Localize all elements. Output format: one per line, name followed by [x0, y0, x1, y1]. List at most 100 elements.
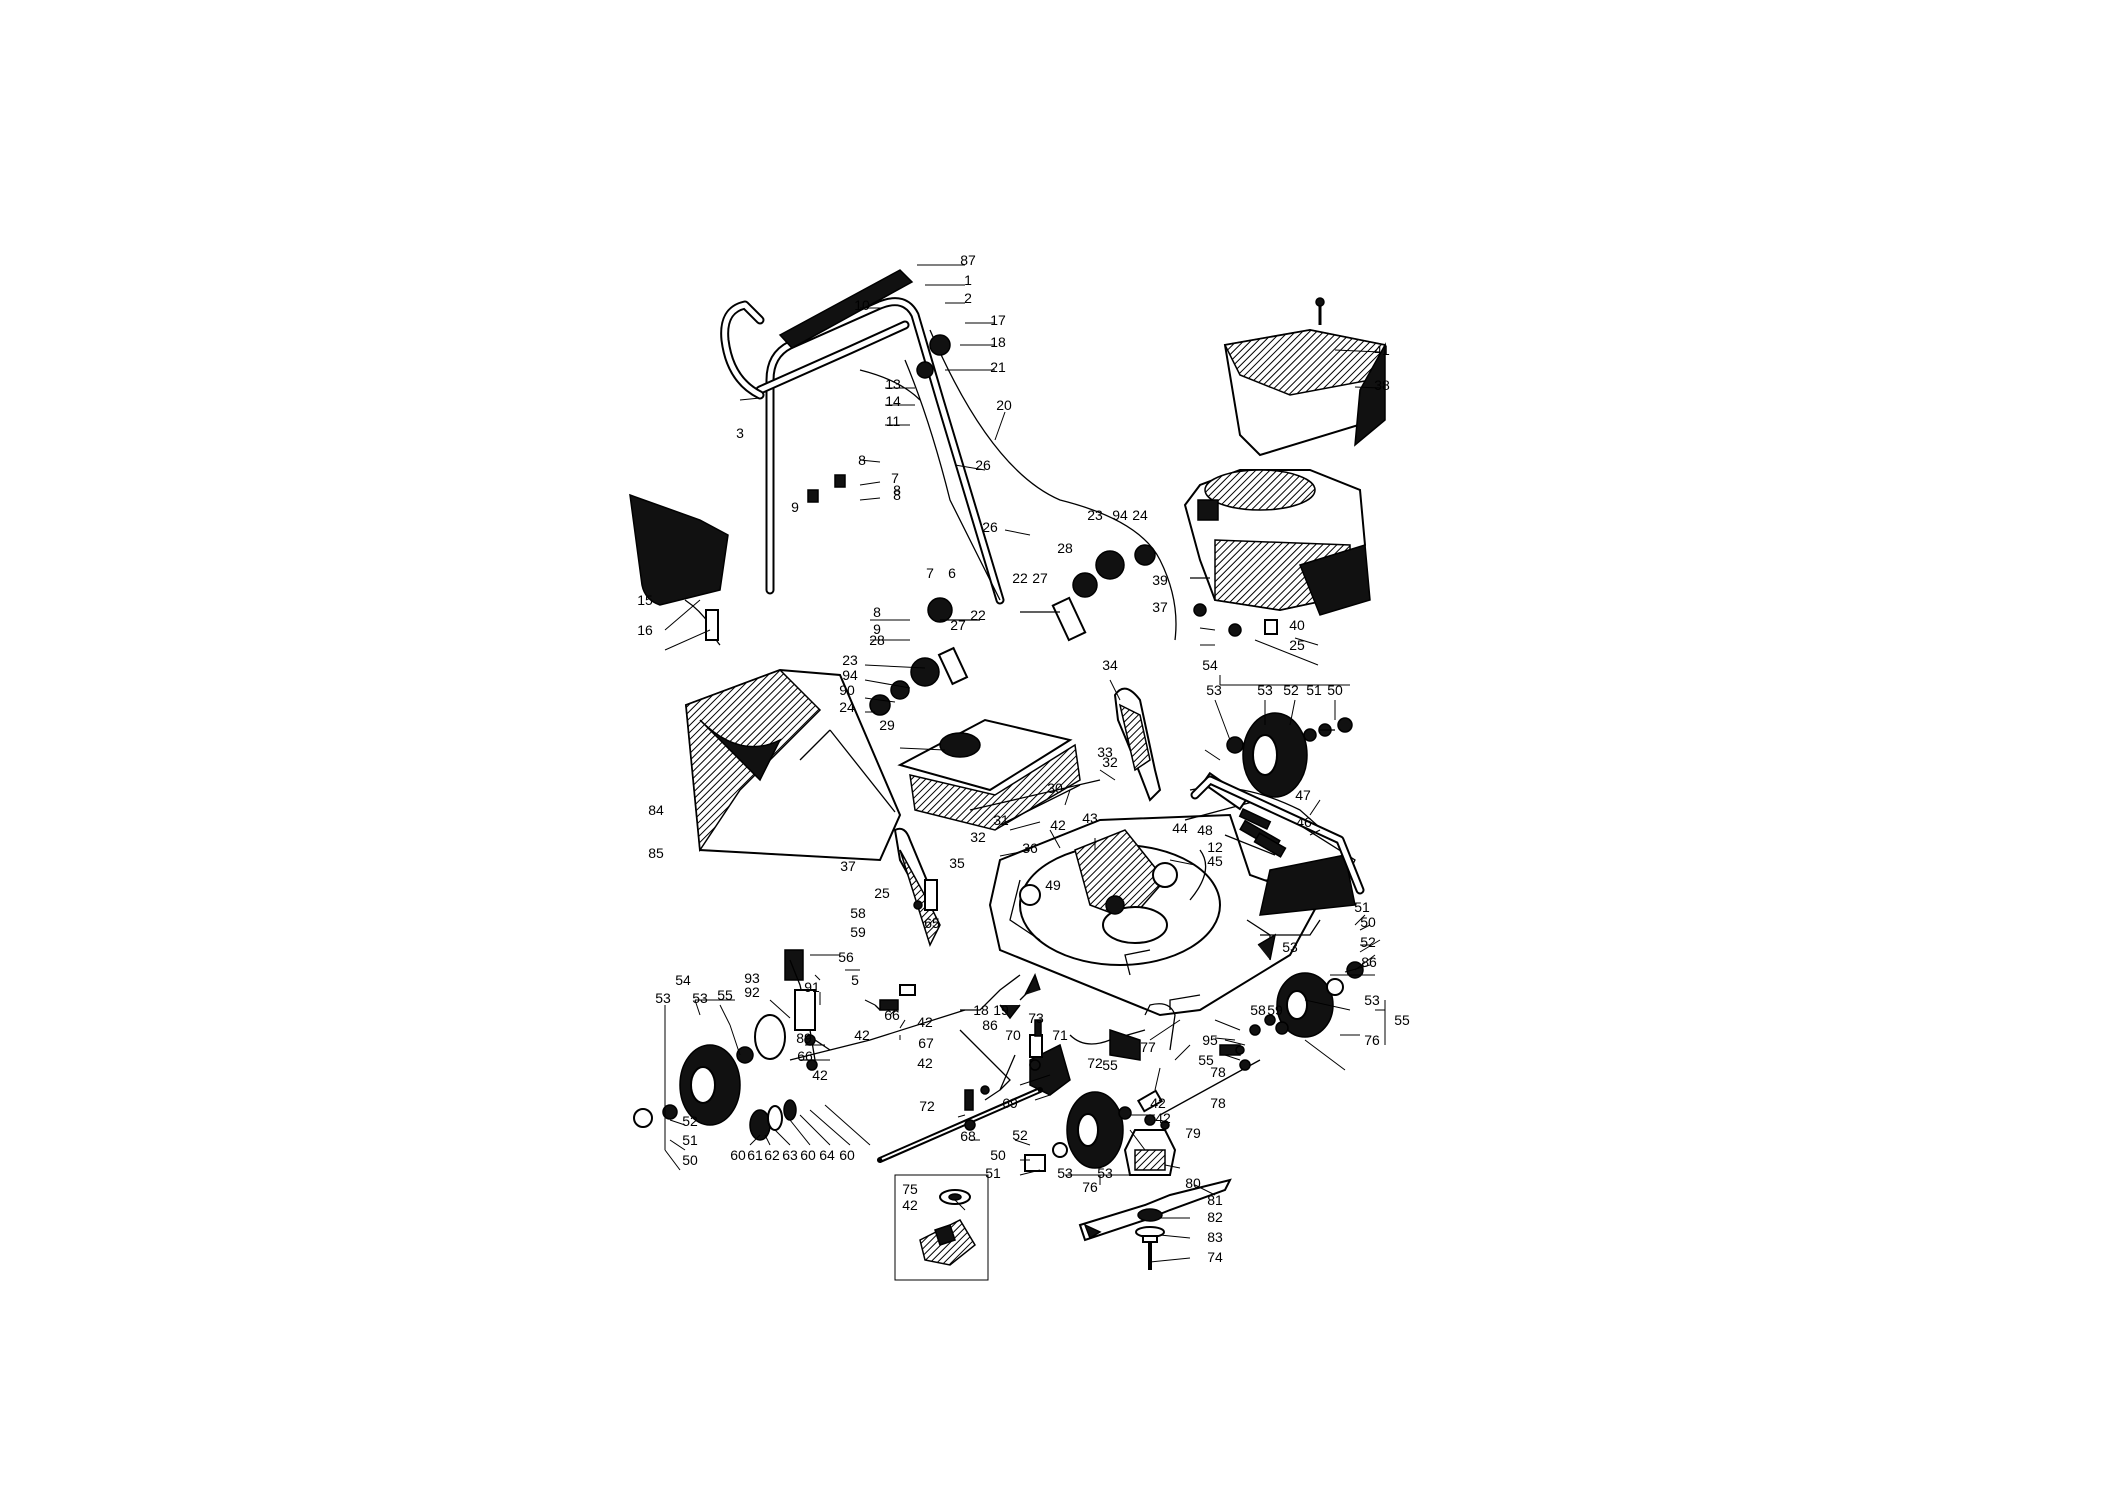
part-callout-60: 60 — [800, 1147, 816, 1163]
part-callout-69: 69 — [1002, 1095, 1018, 1111]
part-callout-23: 23 — [842, 652, 858, 668]
part-callout-50: 50 — [1360, 914, 1376, 930]
part-callout-37: 37 — [840, 858, 856, 874]
part-callout-86: 86 — [982, 1017, 998, 1033]
part-callout-54: 54 — [675, 972, 691, 988]
part-callout-50: 50 — [682, 1152, 698, 1168]
part-callout-18: 18 — [990, 334, 1006, 350]
engine — [1183, 328, 1387, 637]
part-callout-71: 71 — [1052, 1027, 1068, 1043]
part-callout-68: 68 — [960, 1128, 976, 1144]
part-callout-45: 45 — [1207, 853, 1223, 869]
part-callout-42: 42 — [1050, 817, 1066, 833]
part-callout-51: 51 — [682, 1132, 698, 1148]
wheel-lower-left — [633, 949, 966, 1141]
part-callout-31: 31 — [993, 812, 1009, 828]
part-callout-63: 63 — [782, 1147, 798, 1163]
part-callout-26: 26 — [982, 519, 998, 535]
part-callout-52: 52 — [1360, 934, 1376, 950]
part-callout-93: 93 — [744, 970, 760, 986]
part-callout-42: 42 — [854, 1027, 870, 1043]
part-callout-2: 2 — [964, 290, 972, 306]
part-callout-75: 75 — [902, 1181, 918, 1197]
part-callout-42: 42 — [917, 1055, 933, 1071]
part-callout-8: 8 — [893, 487, 901, 503]
part-callout-41: 41 — [1374, 342, 1390, 358]
part-callout-53: 53 — [1097, 1165, 1113, 1181]
part-callout-18: 18 — [973, 1002, 989, 1018]
part-callout-51: 51 — [1354, 899, 1370, 915]
part-callout-72: 72 — [1087, 1055, 1103, 1071]
part-callout-8: 8 — [858, 452, 866, 468]
mower-deck — [988, 799, 1356, 1017]
part-callout-35: 35 — [949, 855, 965, 871]
part-callout-77: 77 — [1140, 1039, 1156, 1055]
exploded-drawing — [629, 264, 1387, 1281]
part-callout-58: 58 — [850, 905, 866, 921]
part-callout-42: 42 — [1150, 1095, 1166, 1111]
part-callout-7: 7 — [926, 565, 934, 581]
part-callout-66: 66 — [797, 1048, 813, 1064]
wheel-upper-right — [1226, 712, 1353, 798]
part-callout-42: 42 — [812, 1067, 828, 1083]
part-callout-43: 43 — [1082, 810, 1098, 826]
part-callout-83: 83 — [1207, 1229, 1223, 1245]
part-callout-24: 24 — [1132, 507, 1148, 523]
drive-shaft — [877, 1087, 1043, 1163]
part-callout-76: 76 — [1364, 1032, 1380, 1048]
part-callout-73: 73 — [1028, 1010, 1044, 1026]
wheel-guards — [893, 687, 1162, 947]
part-callout-24: 24 — [839, 699, 855, 715]
part-callout-92: 92 — [744, 984, 760, 1000]
part-callout-89: 89 — [796, 1030, 812, 1046]
part-callout-27: 27 — [1032, 570, 1048, 586]
part-callout-74: 74 — [1207, 1249, 1223, 1265]
part-callout-91: 91 — [804, 979, 820, 995]
part-callout-48: 48 — [1197, 822, 1213, 838]
part-callout-6: 6 — [948, 565, 956, 581]
part-callout-50: 50 — [990, 1147, 1006, 1163]
part-callout-29: 29 — [879, 717, 895, 733]
part-callout-80: 80 — [1185, 1175, 1201, 1191]
part-callout-23: 23 — [1087, 507, 1103, 523]
part-callout-26: 26 — [975, 457, 991, 473]
part-callout-8: 8 — [873, 604, 881, 620]
part-callout-94: 94 — [842, 667, 858, 683]
wheel-lower-right — [1249, 961, 1364, 1038]
height-bar-left — [960, 974, 1021, 1020]
part-callout-59: 59 — [1267, 1002, 1283, 1018]
part-callout-55: 55 — [1394, 1012, 1410, 1028]
rear-flap — [629, 493, 729, 646]
part-callout-33: 33 — [1097, 744, 1113, 760]
part-callout-53: 53 — [1257, 682, 1273, 698]
part-callout-72: 72 — [919, 1098, 935, 1114]
part-callout-27: 27 — [950, 617, 966, 633]
part-callout-78: 78 — [1210, 1064, 1226, 1080]
part-callout-50: 50 — [1327, 682, 1343, 698]
part-callout-59: 59 — [850, 924, 866, 940]
part-callout-53: 53 — [1364, 992, 1380, 1008]
engine-cover — [1315, 297, 1325, 325]
part-callout-52: 52 — [682, 1113, 698, 1129]
part-callout-90: 90 — [839, 682, 855, 698]
part-callout-81: 81 — [1207, 1192, 1223, 1208]
part-callout-82: 82 — [1207, 1209, 1223, 1225]
part-callout-14: 14 — [885, 393, 901, 409]
part-callout-10: 10 — [854, 297, 870, 313]
part-callout-52: 52 — [1012, 1127, 1028, 1143]
gearbox — [959, 973, 1176, 1101]
part-callout-85: 85 — [648, 845, 664, 861]
part-callout-32: 32 — [970, 829, 986, 845]
part-callout-22: 22 — [970, 607, 986, 623]
part-callout-40: 40 — [1289, 617, 1305, 633]
part-callout-7: 7 — [891, 470, 899, 486]
part-callout-86: 86 — [1361, 954, 1377, 970]
part-callout-13: 13 — [885, 376, 901, 392]
part-callout-54: 54 — [1202, 657, 1218, 673]
leader-lines — [664, 264, 1386, 1263]
part-callout-66: 66 — [884, 1007, 900, 1023]
part-callout-53: 53 — [1282, 939, 1298, 955]
part-callout-87: 87 — [960, 252, 976, 268]
part-callout-5: 5 — [851, 972, 859, 988]
